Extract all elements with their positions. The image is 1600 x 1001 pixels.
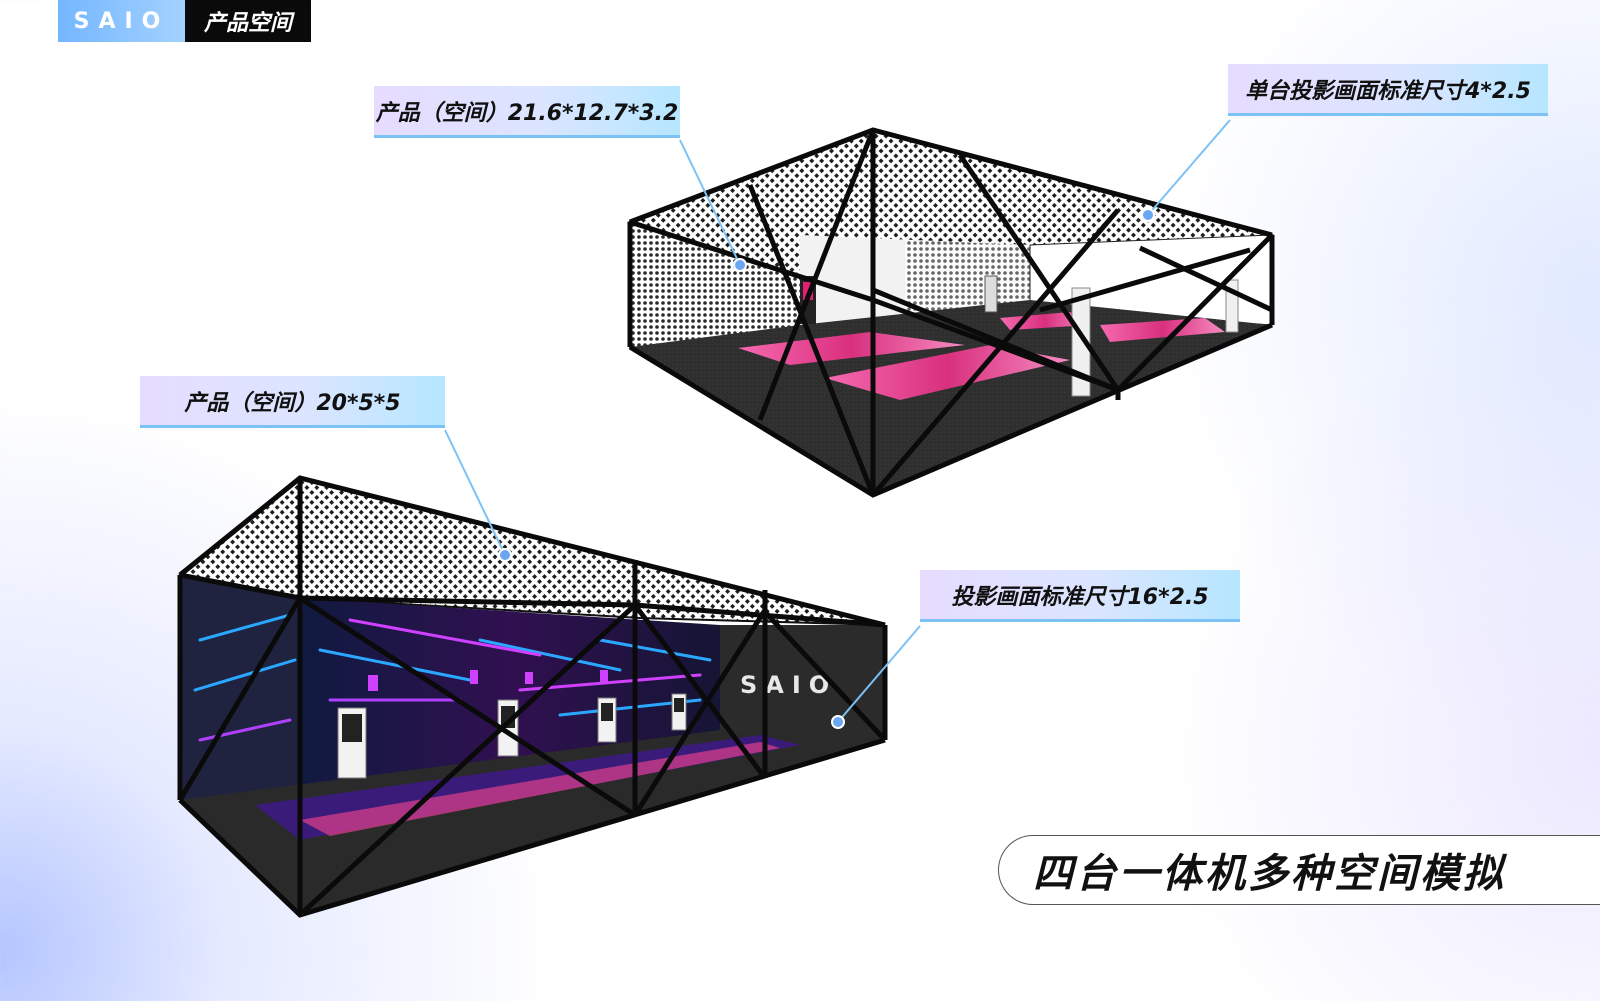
leader-lines <box>444 119 1231 723</box>
projection-size-label: 投影画面标准尺寸16*2.5 <box>920 570 1240 622</box>
leader-dot <box>831 715 845 729</box>
footer-title: 四台一体机多种空间模拟 <box>998 835 1600 905</box>
top-space-rendering <box>626 127 1275 498</box>
single-projection-size-label: 单台投影画面标准尺寸4*2.5 <box>1228 64 1548 116</box>
wall-logo: SAIO <box>740 671 837 699</box>
leader-dot <box>733 258 747 272</box>
leader-dot <box>498 548 512 562</box>
bottom-space-rendering: SAIO <box>177 475 888 918</box>
leader-dot <box>1141 208 1155 222</box>
brand-logo: SAIO <box>58 0 185 42</box>
section-title: 产品空间 <box>185 0 311 42</box>
space-size-label-top: 产品（空间）21.6*12.7*3.2 <box>374 86 680 138</box>
space-size-label-bottom: 产品（空间）20*5*5 <box>140 376 445 428</box>
